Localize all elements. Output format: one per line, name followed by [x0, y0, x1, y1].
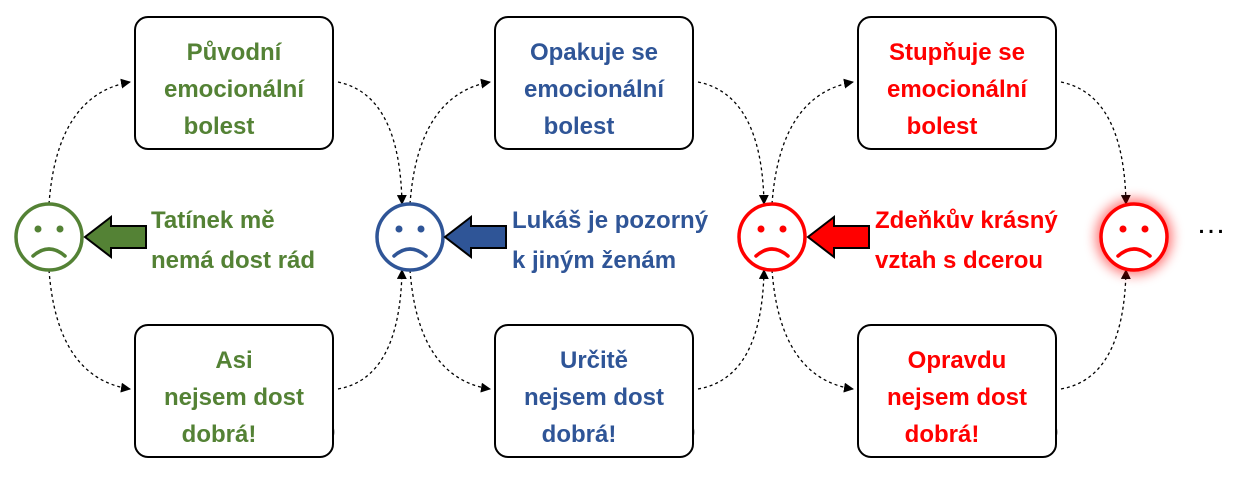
face-eye	[34, 225, 42, 233]
thought-line: dobrá!	[541, 421, 617, 448]
cause-line: k jiným ženám	[512, 247, 677, 274]
connector-arrow	[1060, 269, 1131, 390]
arrow-left-icon	[806, 214, 870, 260]
connector-arrow	[1060, 81, 1131, 205]
thought-line: nejsem dost	[523, 384, 665, 411]
connector-arrow	[409, 78, 491, 205]
cause-text-stage-3: Zdeňkův krásný vztah s dcerou	[875, 201, 1058, 281]
connector-arrow	[48, 78, 131, 205]
face-eye	[779, 225, 787, 233]
cause-text-stage-1: Tatínek mě nemá dost rád	[151, 201, 315, 281]
arrow-left-icon	[83, 214, 147, 260]
thought-text-stage-3: Opravdu nejsem dost dobrá!	[859, 342, 1055, 453]
thought-line: dobrá!	[904, 421, 980, 448]
pain-line: bolest	[183, 113, 255, 140]
thought-line: Určitě	[559, 347, 629, 374]
face-outline	[375, 202, 445, 272]
pain-line: Stupňuje se	[888, 39, 1026, 66]
cause-line: Zdeňkův krásný	[875, 207, 1058, 234]
cause-line: Lukáš je pozorný	[512, 207, 709, 234]
sad-face-icon	[375, 202, 445, 272]
thought-line: nejsem dost	[163, 384, 305, 411]
cause-line: Tatínek mě	[151, 207, 275, 234]
pain-box-stage-2: Opakuje se emocionální bolest	[494, 16, 694, 150]
face-eye	[417, 225, 425, 233]
connector-arrow	[771, 269, 854, 393]
face-outline	[14, 202, 84, 272]
face-mouth	[1116, 247, 1152, 258]
face-mouth	[754, 247, 790, 258]
pain-line: emocionální	[886, 76, 1028, 103]
thought-line: nejsem dost	[886, 384, 1028, 411]
connector-arrow	[48, 269, 131, 393]
continuation-ellipsis: …	[1196, 207, 1230, 240]
connector-arrow	[409, 269, 491, 393]
face-mouth	[392, 247, 428, 258]
thought-line: Asi	[215, 347, 253, 374]
cause-line: nemá dost rád	[151, 247, 316, 274]
pain-line: Opakuje se	[529, 39, 659, 66]
pain-line: bolest	[543, 113, 615, 140]
cause-text-stage-2: Lukáš je pozorný k jiným ženám	[512, 201, 708, 281]
thought-box-stage-3: Opravdu nejsem dost dobrá!	[857, 324, 1057, 458]
sad-face-icon	[737, 202, 807, 272]
pain-text-stage-1: Původní emocionální bolest	[136, 34, 332, 145]
connector-arrow	[771, 78, 854, 205]
connector-arrow	[697, 269, 769, 390]
pain-line: emocionální	[523, 76, 665, 103]
face-eye	[1119, 225, 1127, 233]
pain-box-stage-3: Stupňuje se emocionální bolest	[857, 16, 1057, 150]
arrow-left-icon	[443, 214, 507, 260]
pain-line: bolest	[906, 113, 978, 140]
pain-line: emocionální	[163, 76, 305, 103]
face-outline	[737, 202, 807, 272]
face-outline	[1099, 202, 1169, 272]
pain-text-stage-2: Opakuje se emocionální bolest	[496, 34, 692, 145]
thought-box-stage-2: Určitě nejsem dost dobrá!	[494, 324, 694, 458]
thought-line: Opravdu	[907, 347, 1007, 374]
pain-box-stage-1: Původní emocionální bolest	[134, 16, 334, 150]
face-eye	[757, 225, 765, 233]
thought-text-stage-1: Asi nejsem dost dobrá!	[136, 342, 332, 453]
connector-arrow	[337, 81, 407, 205]
face-eye	[395, 225, 403, 233]
cause-line: vztah s dcerou	[875, 247, 1044, 274]
face-eye	[1141, 225, 1149, 233]
pain-text-stage-3: Stupňuje se emocionální bolest	[859, 34, 1055, 145]
face-mouth	[31, 247, 67, 258]
thought-text-stage-2: Určitě nejsem dost dobrá!	[496, 342, 692, 453]
thought-line: dobrá!	[181, 421, 257, 448]
connector-arrow	[697, 81, 769, 205]
thought-box-stage-1: Asi nejsem dost dobrá!	[134, 324, 334, 458]
sad-face-icon	[14, 202, 84, 272]
connector-arrow	[337, 269, 407, 390]
pain-line: Původní	[186, 39, 282, 66]
face-eye	[56, 225, 64, 233]
sad-face-icon	[1099, 202, 1169, 272]
